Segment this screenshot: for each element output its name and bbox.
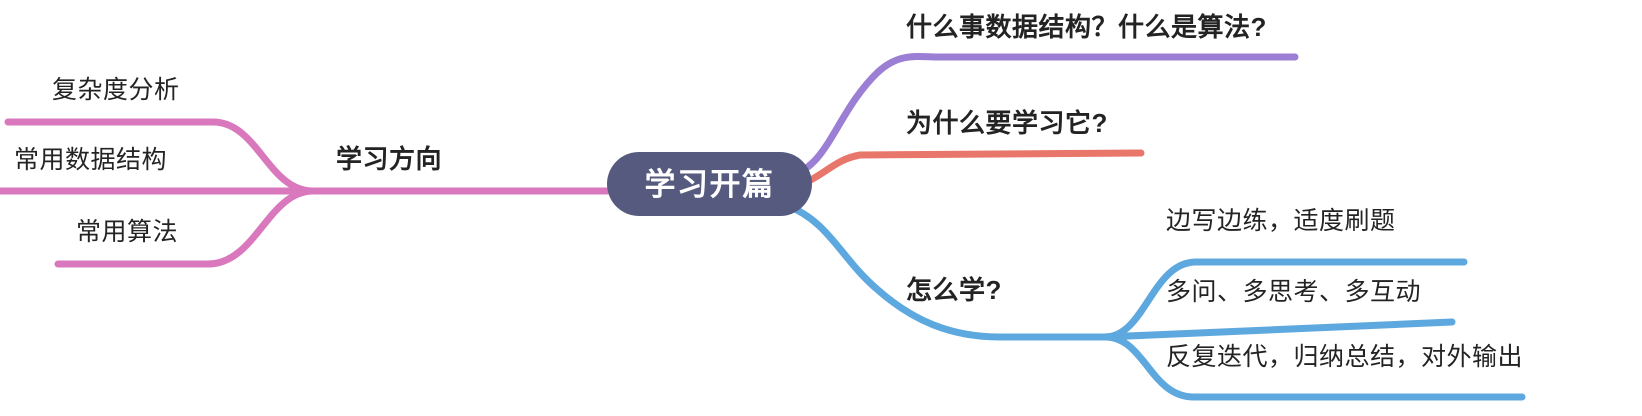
central-node-label: 学习开篇 [644,166,775,202]
branch-line-common-algorithms [54,187,317,268]
node-label-complexity-analysis[interactable]: 复杂度分析 [52,76,180,104]
node-label-common-algorithms[interactable]: 常用算法 [76,218,179,246]
node-label-common-data-structures[interactable]: 常用数据结构 [14,146,168,174]
node-label-why-learn[interactable]: 为什么要学习它? [906,108,1108,138]
branch-line-how-learn-trunk [782,201,1109,341]
branch-line-why-learn [784,149,1145,191]
branch-line-what-is-ds-algo [786,52,1299,179]
node-label-how-learn[interactable]: 怎么学? [906,275,1002,305]
node-label-iterate-summarize-output[interactable]: 反复迭代，归纳总结，对外输出 [1166,343,1524,371]
branch-line-ask-think-interact [1101,318,1456,341]
branch-line-iterate-summarize-output [1101,333,1526,401]
node-label-practice-while-writing[interactable]: 边写边练，适度刷题 [1166,207,1396,235]
node-label-learning-direction[interactable]: 学习方向 [336,144,443,174]
central-node[interactable]: 学习开篇 [607,152,812,216]
node-label-what-is-ds-algo[interactable]: 什么事数据结构？什么是算法? [906,12,1267,42]
node-label-ask-think-interact[interactable]: 多问、多思考、多互动 [1166,278,1422,306]
